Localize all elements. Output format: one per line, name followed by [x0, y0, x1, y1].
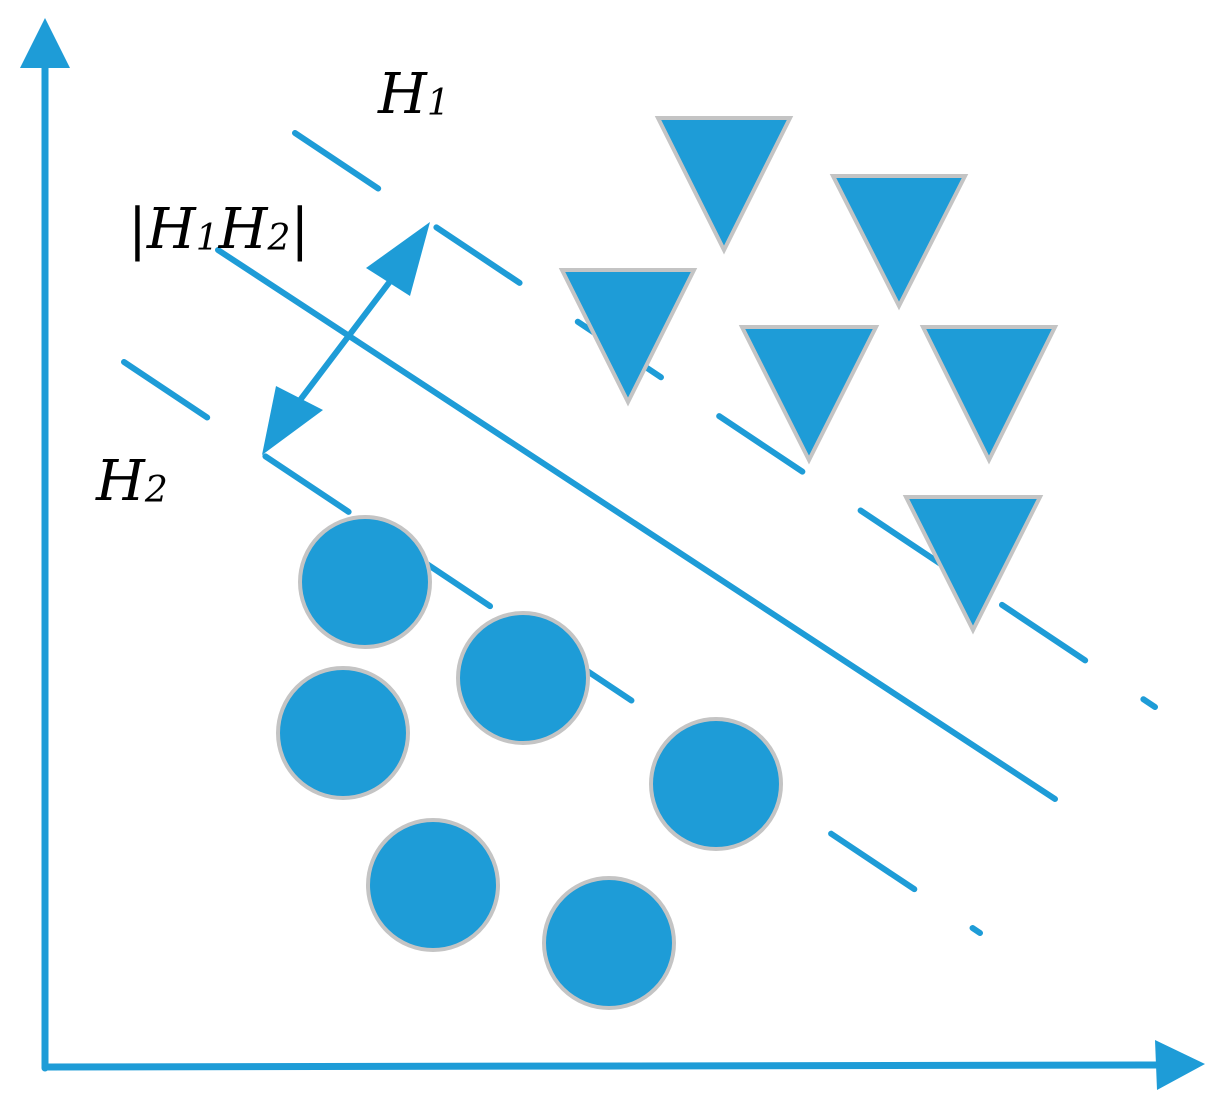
label-h1: H1: [377, 62, 450, 127]
triangle-marker: [829, 174, 969, 311]
triangle-marker: [738, 325, 880, 465]
separating-hyperplane: [215, 247, 1058, 802]
margin-arrow: [262, 222, 430, 455]
axes: [20, 18, 1205, 1090]
hyperplane-h1-dashed: [292, 130, 1158, 710]
y-axis-arrowhead: [20, 18, 70, 68]
circle-marker: [276, 666, 410, 800]
label-margin-h2-subscript: 2: [266, 218, 290, 259]
triangle-marker: [902, 495, 1044, 635]
circle-marker: [366, 818, 500, 952]
circle-marker: [456, 611, 590, 745]
x-axis-arrowhead: [1155, 1040, 1205, 1090]
circle-class: [276, 515, 783, 1010]
label-margin: |H1H2|: [128, 197, 309, 262]
label-h2-subscript: 2: [144, 470, 168, 511]
label-margin-h1-main: H: [146, 197, 197, 262]
circle-marker: [298, 515, 432, 649]
margin-arrowhead-bottom: [262, 386, 323, 455]
label-h2: H2: [95, 449, 168, 514]
label-margin-bar-left: |: [128, 197, 147, 262]
triangle-class: [558, 116, 1059, 635]
margin-arrowhead-top: [366, 222, 430, 296]
circle-marker: [542, 876, 676, 1010]
label-h1-subscript: 1: [427, 83, 450, 124]
label-margin-bar-right: |: [290, 197, 309, 262]
triangle-marker: [919, 325, 1059, 465]
x-axis: [41, 1061, 1164, 1071]
triangle-marker: [558, 268, 698, 407]
circle-marker: [649, 717, 783, 851]
label-h2-main: H: [95, 449, 146, 514]
label-h1-main: H: [377, 62, 428, 127]
triangle-marker: [654, 116, 794, 255]
label-margin-h2-main: H: [218, 197, 269, 262]
label-margin-h1-subscript: 1: [196, 218, 219, 259]
